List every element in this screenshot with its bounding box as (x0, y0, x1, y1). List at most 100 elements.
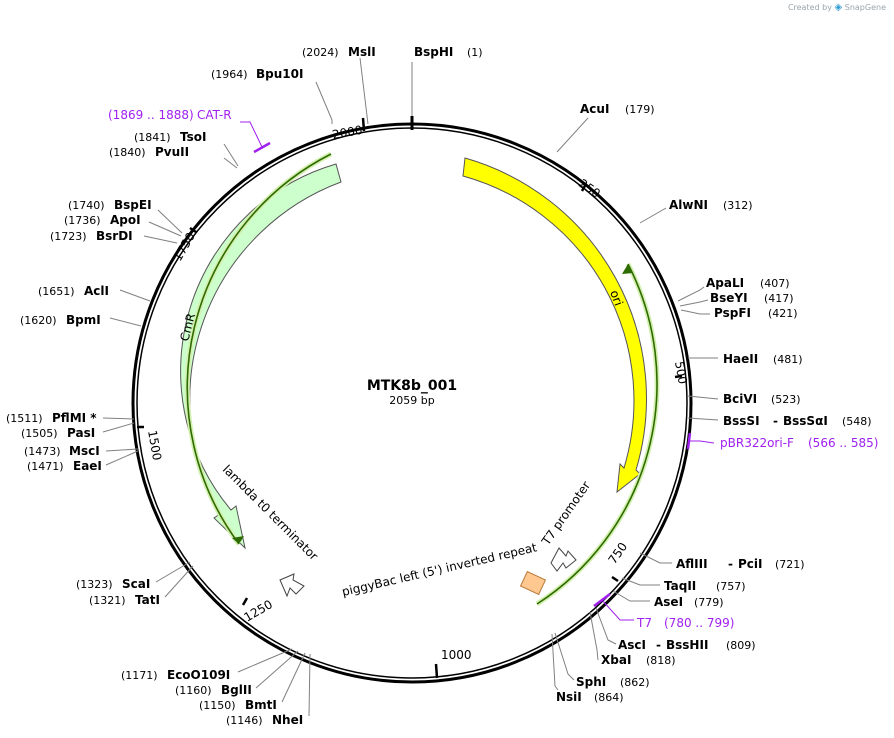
tick-1000: 1000 (441, 648, 472, 662)
leader-bglII (255, 650, 299, 689)
enzyme-name-bspeI: BspEI (114, 198, 152, 212)
enzyme-labels: (2024) MslI BspHI (1) (1964) Bpu10I AcuI… (6, 45, 872, 727)
leader-acuI (556, 117, 589, 153)
enzyme-name-pvuII: PvuII (155, 145, 189, 159)
piggybac-repeat-box (519, 570, 547, 596)
leader-ecoO109I (237, 648, 293, 673)
tick-mark-1000 (434, 663, 439, 679)
primer-name-cat-r: CAT-R (197, 108, 232, 122)
enzyme-name-bpmI: BpmI (66, 313, 101, 327)
watermark-created-by: Created by (787, 3, 832, 12)
enzyme-pos-eaeI: (1471) (27, 460, 64, 473)
enzyme-name-pasI: PasI (67, 426, 95, 440)
enzyme-pos-bspeI: (1740) (68, 199, 105, 212)
enzyme-pos-bmtI: (1150) (199, 699, 236, 712)
leader-bcivI (687, 395, 719, 400)
enzyme-name-apoI: ApoI (110, 213, 141, 227)
leader-bpmI (109, 317, 142, 327)
tick-1500: 1500 (145, 429, 164, 462)
primer-labels: (1869 .. 1888) CAT-R pBR322ori-F (566 ..… (108, 108, 878, 630)
leader-aseI (612, 590, 650, 602)
enzyme-leaders (102, 57, 719, 717)
bp-ticks (137, 117, 683, 679)
enzyme-pos-ecoO109I: (1171) (121, 669, 158, 682)
ori-orf-arrowhead (622, 264, 633, 274)
enzyme-pos-bsssI: (548) (842, 415, 872, 428)
leader-alwnI (639, 207, 667, 224)
enzyme-name-acuI: AcuI (580, 102, 609, 116)
enzyme-pos-pvuII: (1840) (109, 146, 146, 159)
tick-500: 500 (672, 360, 690, 385)
enzyme-pos-aseI: (779) (694, 596, 724, 609)
enzyme-name-bseyI: BseYI (710, 291, 748, 305)
enzyme-name-apaLI: ApaLI (706, 276, 744, 290)
tick-mark-1250 (241, 597, 249, 606)
tick-750: 750 (606, 540, 631, 567)
enzyme-pos-pflmI: (1511) (6, 412, 43, 425)
enzyme-name-pflmI: PflMI * (52, 411, 97, 425)
leader-scaI (155, 561, 191, 583)
piggybac-label: piggyBac left (5') inverted repeat (341, 540, 539, 599)
enzyme-name-ecoO109I: EcoO109I (167, 668, 230, 682)
leader-pvuII (223, 157, 238, 169)
primer-range-t7: (780 .. 799) (664, 616, 734, 630)
enzyme-pos-nheI: (1146) (226, 714, 263, 727)
leader-bpu10I (315, 81, 333, 124)
t7-promoter-arrow (550, 547, 577, 572)
leader-bsrdI (143, 235, 178, 244)
enzyme-pos-bsphI: (1) (467, 46, 483, 59)
enzyme-dash-bsssI: - (773, 414, 778, 428)
enzyme-name-bsrdI: BsrDI (96, 229, 133, 243)
leader-apoI (148, 221, 182, 237)
tick-2000: 2000 (331, 123, 364, 142)
enzyme-pos-bseyI: (417) (764, 292, 794, 305)
enzyme-pos-pasI: (1505) (21, 427, 58, 440)
leader-aflIII (639, 552, 672, 564)
enzyme-name-ascI: AscI (618, 638, 646, 652)
enzyme-name-bsshII: BssHII (666, 638, 708, 652)
ori-arrow (462, 157, 647, 494)
enzyme-name-nheI: NheI (272, 713, 303, 727)
enzyme-name-alwnI: AlwNI (669, 198, 708, 212)
primer-cat-r-mark (253, 141, 271, 154)
tick-mark-2000 (361, 117, 366, 132)
enzyme-pos-bpmI: (1620) (20, 314, 57, 327)
enzyme-pos-alwnI: (312) (723, 199, 753, 212)
tick-mark-1750 (189, 226, 197, 234)
primer-name-t7: T7 (636, 616, 652, 630)
tick-mark-250 (580, 183, 588, 192)
snapgene-watermark: Created by ◈ SnapGene (788, 2, 886, 13)
plasmid-name: MTK8b_001 (367, 378, 457, 394)
cmr-orf-arrowhead (232, 536, 244, 544)
enzyme-name-sphI: SphI (576, 675, 606, 689)
leader-pflmI (102, 417, 135, 420)
leader-sphI (554, 632, 575, 681)
enzyme-pos-taqII: (757) (716, 580, 746, 593)
enzyme-name-tatI: TatI (135, 593, 160, 607)
enzyme-pos-aflIII: (721) (775, 558, 805, 571)
primer-pbr322ori-f-leader (689, 440, 715, 444)
ori-orf-arc (536, 263, 658, 605)
enzyme-name-mscI: MscI (69, 444, 100, 458)
enzyme-name-pspfI: PspFI (714, 306, 751, 320)
leader-bsssI (687, 417, 719, 421)
enzyme-pos-tsoI: (1841) (134, 131, 171, 144)
enzyme-pos-acuI: (179) (625, 103, 655, 116)
tick-mark-500 (674, 374, 683, 379)
leader-mscI (105, 448, 139, 452)
enzyme-name-nsiI: NsiI (556, 690, 582, 704)
enzyme-name-bcivI: BciVI (723, 392, 757, 406)
enzyme-name-bsphI: BspHI (414, 45, 453, 59)
enzyme-pos-bcivI: (523) (771, 393, 801, 406)
enzyme-name-aflIII: AflIII (676, 557, 708, 571)
plasmid-length: 2059 bp (389, 394, 434, 407)
leader-eaeI (105, 450, 139, 466)
leader-tsoI (223, 143, 239, 167)
enzyme-name-bglII: BglII (221, 683, 252, 697)
leader-nsiI (551, 633, 559, 691)
enzyme-pos-nsiI: (864) (594, 691, 624, 704)
leader-taqII (621, 577, 660, 586)
leader-apaLI (677, 286, 705, 302)
enzyme-name-taqII: TaqII (664, 579, 696, 593)
